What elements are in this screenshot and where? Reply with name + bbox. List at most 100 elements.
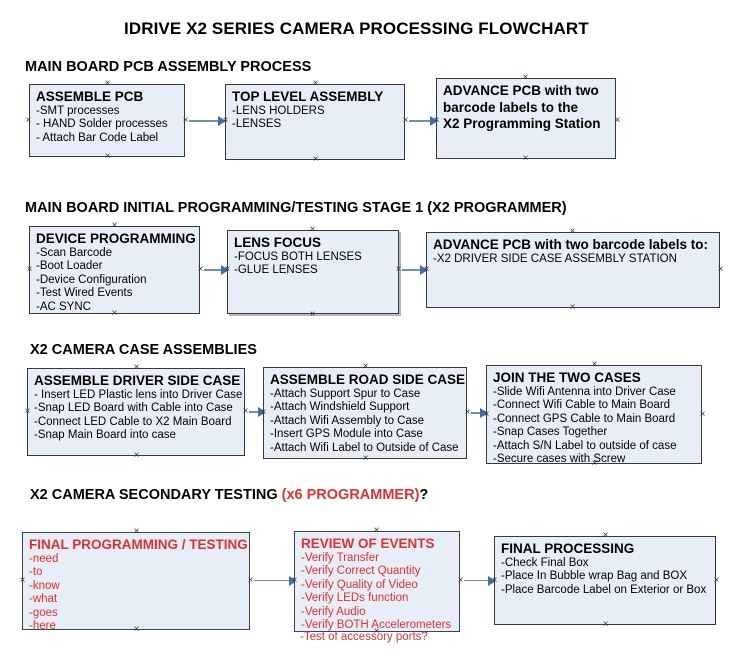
connection-handle-left[interactable]	[23, 407, 32, 416]
box-line: -here	[29, 620, 56, 633]
section-title-tail: ?	[419, 487, 429, 503]
box-line: -Verify Transfer	[301, 552, 379, 564]
connection-handle-right[interactable]	[716, 265, 725, 274]
box-line: -SMT processes	[36, 105, 120, 117]
connection-handle-bottom[interactable]	[590, 459, 599, 468]
box-line: barcode labels to the	[443, 99, 579, 115]
box-heading: ASSEMBLE PCB	[36, 89, 144, 104]
connector-top-level-to-advance-pcb	[409, 120, 433, 122]
connection-handle-top[interactable]	[601, 531, 610, 540]
connection-handle-bottom[interactable]	[311, 155, 320, 164]
connection-handle-left[interactable]	[422, 265, 431, 274]
connection-handle-top[interactable]	[521, 73, 530, 82]
box-line: -Snap LED Board with Cable into Case	[34, 402, 233, 415]
connection-handle-left[interactable]	[259, 408, 268, 417]
connector-lens-focus-to-advance-pcb	[402, 269, 424, 271]
box-line: -AC SYNC	[36, 300, 91, 313]
box-line: -Verify Correct Quantity	[301, 565, 421, 578]
connection-handle-top[interactable]	[590, 360, 599, 369]
connection-handle-right[interactable]	[613, 116, 622, 125]
connector-final-programming-to-review	[254, 580, 292, 581]
box-line: -Verify Quality of Video	[301, 578, 418, 591]
connection-handle-left[interactable]	[24, 116, 33, 125]
box-device-programming[interactable]: DEVICE PROGRAMMING -Scan Barcode -Boot L…	[29, 226, 200, 314]
box-line: -Slide Wifi Antenna into Driver Case	[493, 386, 676, 398]
connection-handle-bottom[interactable]	[110, 309, 119, 318]
connection-handle-left[interactable]	[490, 576, 499, 585]
connector-review-to-final-processing	[464, 580, 491, 581]
connection-handle-left[interactable]	[482, 410, 491, 419]
box-line: -to	[29, 566, 43, 579]
connection-handle-bottom[interactable]	[132, 625, 141, 634]
connection-handle-top[interactable]	[372, 526, 381, 535]
box-line: -Attach Wifi Assembly to Case	[270, 414, 425, 427]
connection-handle-bottom[interactable]	[361, 454, 370, 463]
box-top-level-assembly[interactable]: TOP LEVEL ASSEMBLY -LENS HOLDERS -LENSES	[225, 84, 405, 160]
box-heading: ASSEMBLE DRIVER SIDE CASE	[34, 373, 241, 388]
connection-handle-right[interactable]	[698, 410, 707, 419]
box-advance-pcb-programming-station[interactable]: ADVANCE PCB with two barcode labels to t…	[436, 78, 616, 159]
connection-handle-top[interactable]	[361, 362, 370, 371]
box-heading: JOIN THE TWO CASES	[493, 370, 641, 385]
connection-handle-left[interactable]	[18, 576, 27, 585]
connection-handle-bottom[interactable]	[568, 303, 577, 312]
box-line: -LENS HOLDERS	[232, 105, 325, 117]
connector-road-case-to-join-cases	[471, 412, 484, 414]
connection-handle-bottom[interactable]	[601, 620, 610, 629]
box-review-of-events[interactable]: REVIEW OF EVENTS -Verify Transfer -Verif…	[294, 531, 460, 632]
box-line: -Connect Wifi Cable to Main Board	[493, 399, 671, 412]
box-heading: ADVANCE PCB with two barcode labels to:	[433, 237, 709, 252]
box-line: -Attach Windshield Support	[270, 401, 410, 414]
box-heading: FINAL PROCESSING	[501, 541, 635, 556]
box-line: -Connect GPS Cable to Main Board	[493, 412, 676, 425]
box-heading: FINAL PROGRAMMING / TESTING	[29, 537, 248, 552]
box-line: X2 Programming Station	[443, 116, 601, 131]
connection-handle-bottom[interactable]	[372, 627, 381, 636]
box-final-programming-testing[interactable]: FINAL PROGRAMMING / TESTING -need -to -k…	[22, 532, 250, 633]
connection-handle-top[interactable]	[568, 227, 577, 236]
box-assemble-driver-side-case[interactable]: ASSEMBLE DRIVER SIDE CASE - Insert LED P…	[27, 368, 245, 456]
connector-assemble-pcb-to-top-level	[189, 120, 221, 122]
box-line: -Connect LED Cable to X2 Main Board	[34, 415, 232, 428]
box-join-the-two-cases[interactable]: JOIN THE TWO CASES -Slide Wifi Antenna i…	[486, 365, 702, 465]
box-line: -Attach S/N Label to outside of case	[493, 439, 677, 452]
connection-handle-left[interactable]	[223, 265, 232, 274]
box-line: - Insert LED Plastic lens into Driver Ca…	[34, 389, 243, 401]
box-line: -Attach Support Spur to Case	[270, 388, 421, 400]
box-overflow-line: -Test of accessory ports?	[300, 631, 428, 643]
box-lens-focus[interactable]: LENS FOCUS -FOCUS BOTH LENSES -GLUE LENS…	[227, 230, 399, 314]
box-line: -goes	[29, 606, 58, 619]
box-line: -Snap Main Board into case	[34, 429, 176, 442]
box-advance-pcb-driver-case[interactable]: ADVANCE PCB with two barcode labels to: …	[426, 232, 720, 308]
connection-handle-left[interactable]	[25, 265, 34, 274]
connector-driver-case-to-road-case	[249, 411, 262, 413]
connection-handle-bottom[interactable]	[521, 154, 530, 163]
connection-handle-bottom[interactable]	[132, 451, 141, 460]
connection-handle-top[interactable]	[103, 79, 112, 88]
connection-handle-top[interactable]	[311, 79, 320, 88]
connection-handle-top[interactable]	[110, 221, 119, 230]
section-title-x2-camera-case-assemblies: X2 CAMERA CASE ASSEMBLIES	[30, 342, 257, 358]
connection-handle-right[interactable]	[712, 576, 721, 585]
connection-handle-left[interactable]	[290, 576, 299, 585]
box-line: ADVANCE PCB with two	[443, 83, 599, 98]
box-line: - HAND Solder processes	[36, 118, 168, 131]
box-assemble-pcb[interactable]: ASSEMBLE PCB -SMT processes - HAND Solde…	[29, 84, 185, 157]
section-title-main-board-pcb-assembly: MAIN BOARD PCB ASSEMBLY PROCESS	[25, 59, 312, 75]
box-line: -Check Final Box	[501, 557, 589, 569]
box-assemble-road-side-case[interactable]: ASSEMBLE ROAD SIDE CASE -Attach Support …	[263, 367, 467, 459]
connection-handle-top[interactable]	[132, 527, 141, 536]
box-line: -Place Barcode Label on Exterior or Box	[501, 583, 707, 596]
box-heading: REVIEW OF EVENTS	[301, 536, 435, 551]
connection-handle-left[interactable]	[221, 116, 230, 125]
box-final-processing[interactable]: FINAL PROCESSING -Check Final Box -Place…	[494, 536, 716, 625]
connection-handle-top[interactable]	[132, 363, 141, 372]
connection-handle-bottom[interactable]	[308, 310, 317, 319]
connection-handle-left[interactable]	[432, 116, 441, 125]
box-heading: TOP LEVEL ASSEMBLY	[232, 89, 384, 104]
section-title-black-part: X2 CAMERA SECONDARY TESTING	[30, 487, 282, 503]
connection-handle-top[interactable]	[308, 225, 317, 234]
connection-handle-bottom[interactable]	[103, 152, 112, 161]
box-line: -need	[29, 553, 59, 565]
box-line: -Attach Wifi Label to Outside of Case	[270, 441, 459, 454]
